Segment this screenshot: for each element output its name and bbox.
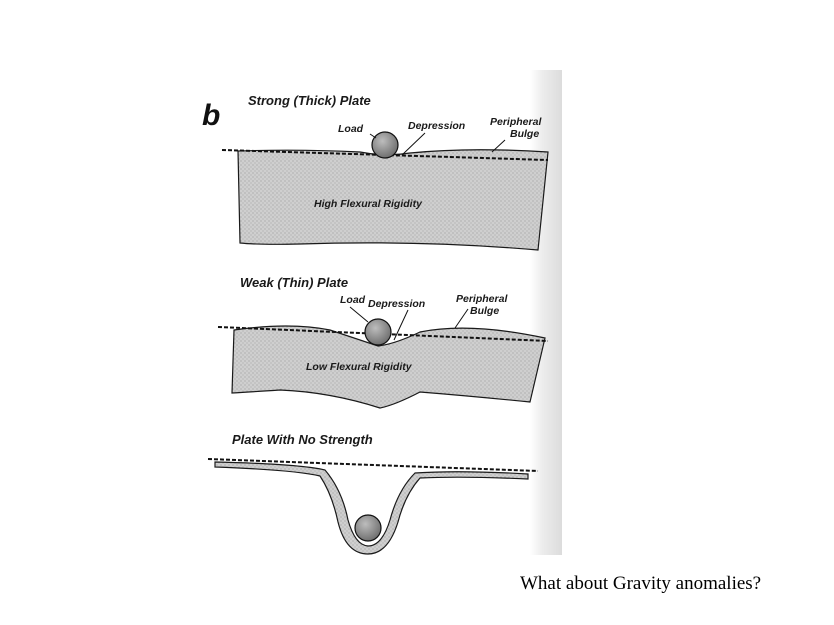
- strong-load-label: Load: [338, 123, 364, 135]
- no-strength-plate: [214, 461, 529, 555]
- weak-load-leader: [349, 306, 369, 323]
- weak-plate: [231, 325, 546, 409]
- no-strength-title: Plate With No Strength: [232, 432, 373, 447]
- weak-bulge-leader: [454, 308, 469, 329]
- no-strength-reference-line: [207, 458, 539, 472]
- strong-rigidity-label: High Flexural Rigidity: [314, 198, 423, 210]
- strong-bulge-label-1: Peripheral: [490, 116, 542, 128]
- weak-plate-section: Weak (Thin) Plate Load Depression Periph…: [217, 275, 549, 409]
- weak-rigidity-label: Low Flexural Rigidity: [306, 361, 413, 373]
- strong-bulge-leader: [491, 139, 506, 153]
- strong-plate-section: Strong (Thick) Plate Load Depression Per…: [221, 93, 549, 251]
- no-strength-load-ball: [354, 514, 382, 542]
- strong-load-ball: [371, 131, 399, 159]
- weak-bulge-label-2: Bulge: [470, 305, 499, 317]
- strong-depression-leader: [401, 132, 426, 156]
- caption-text: What about Gravity anomalies?: [520, 573, 762, 594]
- weak-load-label: Load: [340, 294, 366, 306]
- weak-plate-title: Weak (Thin) Plate: [240, 275, 348, 290]
- strong-plate: [237, 149, 549, 251]
- weak-depression-label: Depression: [368, 298, 425, 310]
- strong-depression-label: Depression: [408, 120, 465, 132]
- no-strength-section: Plate With No Strength: [207, 432, 539, 555]
- strong-load-leader: [369, 133, 377, 139]
- strong-bulge-label-2: Bulge: [510, 128, 539, 140]
- weak-depression-leader: [393, 309, 409, 341]
- weak-load-ball: [364, 318, 392, 346]
- page-edge-shadow: [530, 70, 562, 555]
- weak-bulge-label-1: Peripheral: [456, 293, 508, 305]
- strong-plate-title: Strong (Thick) Plate: [248, 93, 371, 108]
- panel-label: b: [202, 99, 220, 132]
